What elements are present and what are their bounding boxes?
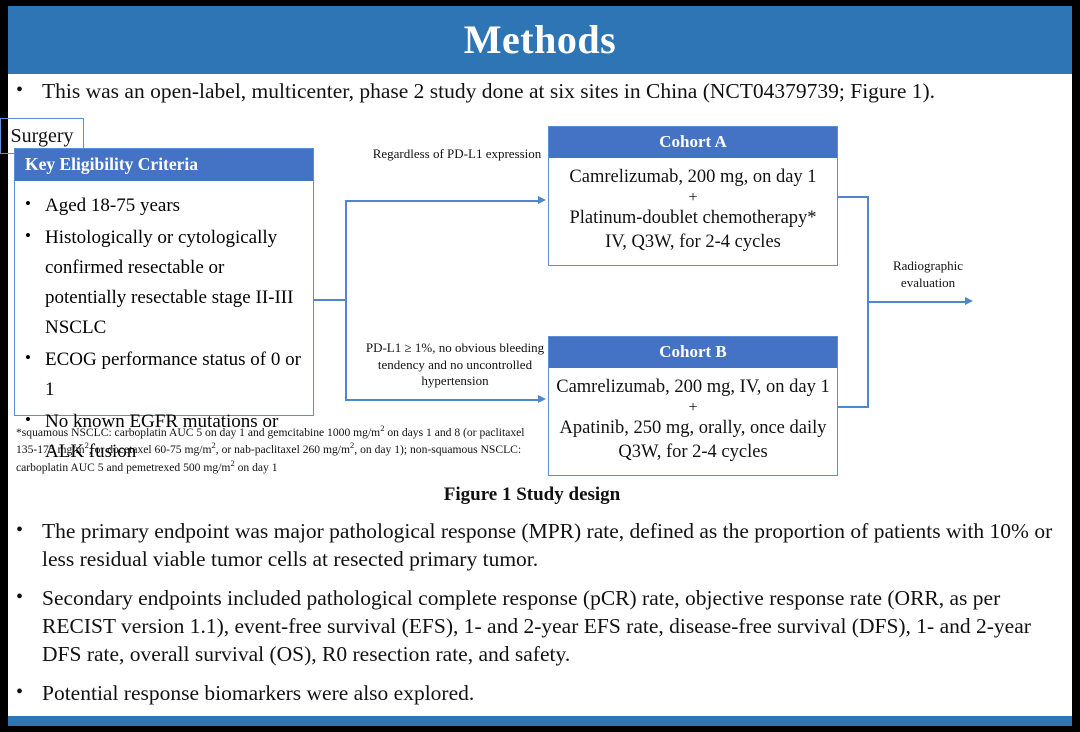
list-item: • ECOG performance status of 0 or 1	[25, 345, 305, 405]
bullet-marker: •	[16, 519, 24, 541]
slide-title-bar: Methods	[8, 6, 1072, 74]
page-title: Methods	[463, 17, 617, 62]
slide-bottom-accent-bar	[8, 716, 1072, 726]
connector-cohort-a-out	[838, 196, 869, 198]
eligibility-body: • Aged 18-75 years • Histologically or c…	[15, 181, 313, 475]
cohort-a-header: Cohort A	[549, 127, 837, 158]
endpoints-list: • The primary endpoint was major patholo…	[16, 518, 1064, 719]
intro-text: This was an open-label, multicenter, pha…	[42, 79, 936, 103]
list-item: • The primary endpoint was major patholo…	[16, 518, 1064, 574]
arrow-to-cohort-b-icon	[538, 395, 546, 403]
bullet-marker: •	[16, 79, 24, 101]
cohort-a-line-3: IV, Q3W, for 2-4 cycles	[605, 232, 781, 253]
eligibility-box: Key Eligibility Criteria • Aged 18-75 ye…	[14, 148, 314, 462]
cohort-b-line-3: Q3W, for 2-4 cycles	[618, 442, 768, 463]
list-item: • Histologically or cytologically confir…	[25, 223, 305, 343]
connector-eligibility-stub	[314, 299, 346, 301]
cohort-b-header: Cohort B	[549, 337, 837, 368]
annotation-pdl1-criteria: PD-L1 ≥ 1%, no obvious bleeding tendency…	[365, 340, 545, 389]
cohort-b-line-2: Apatinib, 250 mg, orally, once daily	[559, 417, 827, 438]
annotation-regardless-pdl1: Regardless of PD-L1 expression	[372, 146, 542, 161]
cohort-a-box: Cohort A Camrelizumab, 200 mg, on day 1 …	[548, 126, 838, 266]
list-item: • Secondary endpoints included pathologi…	[16, 585, 1064, 669]
connector-cohort-b-out	[838, 406, 869, 408]
bullet-marker: •	[25, 226, 31, 246]
connector-to-surgery	[867, 301, 966, 303]
cohort-b-plus: +	[688, 398, 698, 416]
cohort-a-plus: +	[688, 188, 698, 206]
annotation-radiographic-evaluation: Radiographic evaluation	[892, 258, 964, 290]
study-design-figure: Key Eligibility Criteria • Aged 18-75 ye…	[0, 118, 1064, 498]
arrow-to-surgery-icon	[965, 297, 973, 305]
arrow-to-cohort-a-icon	[538, 196, 546, 204]
criterion-text: ECOG performance status of 0 or 1	[45, 349, 301, 401]
criterion-text: No known EGFR mutations or ALK fusion	[45, 411, 279, 463]
bullet-marker: •	[25, 410, 31, 430]
cohort-b-body: Camrelizumab, 200 mg, IV, on day 1 + Apa…	[549, 368, 837, 465]
bullet-marker: •	[16, 680, 24, 703]
criterion-text: Aged 18-75 years	[45, 195, 181, 216]
cohort-a-body: Camrelizumab, 200 mg, on day 1 + Platinu…	[549, 158, 837, 255]
list-item: • No known EGFR mutations or ALK fusion	[25, 407, 305, 467]
endpoint-text: The primary endpoint was major pathologi…	[42, 519, 1053, 571]
cohort-a-line-1: Camrelizumab, 200 mg, on day 1	[569, 167, 817, 187]
cohort-b-box: Cohort B Camrelizumab, 200 mg, IV, on da…	[548, 336, 838, 476]
bullet-marker: •	[25, 348, 31, 368]
bullet-marker: •	[25, 194, 31, 213]
chemotherapy-footnote: *squamous NSCLC: carboplatin AUC 5 on da…	[16, 423, 525, 474]
endpoint-text: Secondary endpoints included pathologica…	[42, 585, 1031, 666]
cohort-b-line-1: Camrelizumab, 200 mg, IV, on day 1	[556, 377, 830, 397]
list-item: • Aged 18-75 years	[25, 191, 305, 221]
endpoint-text: Potential response biomarkers were also …	[42, 680, 475, 705]
cohort-a-line-2: Platinum-doublet chemotherapy*	[569, 207, 817, 228]
criterion-text: Histologically or cytologically confirme…	[45, 227, 294, 339]
connector-left-vertical	[345, 200, 347, 400]
connector-to-cohort-a	[345, 200, 539, 202]
connector-to-cohort-b	[345, 399, 539, 401]
figure-caption: Figure 1 Study design	[443, 484, 621, 505]
eligibility-header: Key Eligibility Criteria	[15, 149, 313, 181]
list-item: • Potential response biomarkers were als…	[16, 680, 1064, 708]
bullet-marker: •	[16, 585, 24, 608]
intro-bullet: • This was an open-label, multicenter, p…	[16, 78, 1064, 106]
